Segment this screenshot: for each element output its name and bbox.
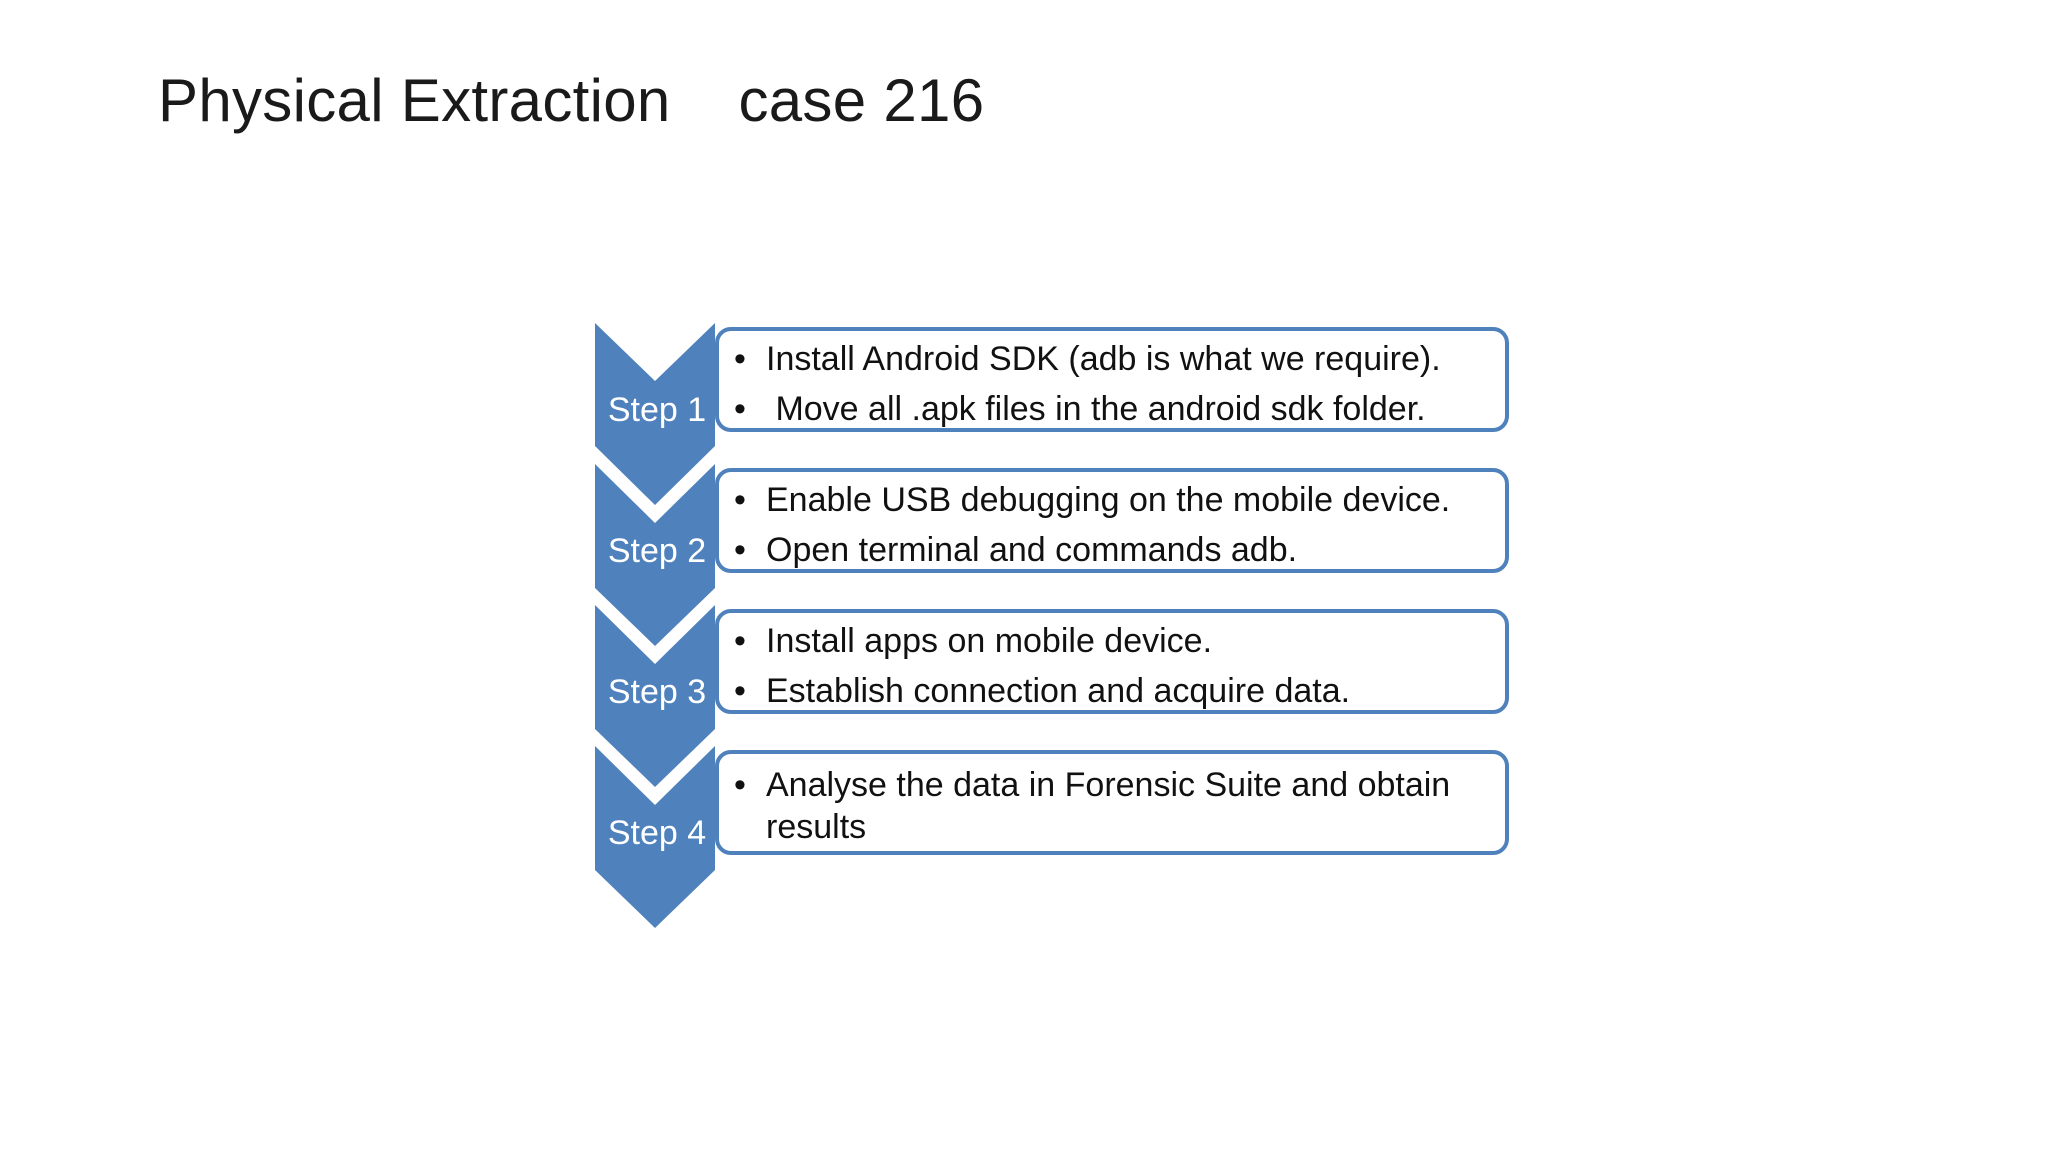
step-1-bullet-1: • Install Android SDK (adb is what we req…: [732, 334, 1502, 384]
step-2-bullet-2: • Open terminal and commands adb.: [732, 525, 1502, 575]
step-2-box: [715, 468, 1509, 573]
step-2-label: Step 2: [607, 532, 707, 570]
step-4-bullets: • Analyse the data in Forensic Suite and …: [732, 764, 1502, 848]
step-1-label: Step 1: [607, 391, 707, 429]
step-3-bullet-1: • Install apps on mobile device.: [732, 616, 1502, 666]
step-3-bullets: • Install apps on mobile device. • Establi…: [732, 616, 1502, 716]
step-4-bullet-1: • Analyse the data in Forensic Suite and …: [732, 764, 1502, 848]
bullet-dot-icon: •: [734, 531, 746, 569]
step-2-chevron: [595, 464, 715, 646]
step-1-box: [715, 327, 1509, 432]
step-4-label: Step 4: [607, 814, 707, 852]
step-3-bullet-2-text: Establish connection and acquire data.: [766, 672, 1351, 710]
bullet-dot-icon: •: [734, 340, 746, 378]
step-1-bullet-2-text: Move all .apk files in the android sdk f…: [766, 390, 1426, 428]
step-1-bullet-1-text: Install Android SDK (adb is what we requ…: [766, 340, 1441, 378]
step-4-box: [715, 750, 1509, 855]
step-2-bullets: • Enable USB debugging on the mobile devi…: [732, 475, 1502, 575]
bullet-dot-icon: •: [734, 766, 746, 804]
step-3-chevron: [595, 605, 715, 787]
bullet-dot-icon: •: [734, 622, 746, 660]
step-1-bullets: • Install Android SDK (adb is what we req…: [732, 334, 1502, 434]
step-4-chevron: [595, 746, 715, 928]
bullet-dot-icon: •: [734, 672, 746, 710]
bullet-dot-icon: •: [734, 390, 746, 428]
step-2-bullet-1-text: Enable USB debugging on the mobile devic…: [766, 481, 1451, 519]
step-4-bullet-1-text: Analyse the data in Forensic Suite and o…: [766, 766, 1451, 846]
step-2-bullet-2-text: Open terminal and commands adb.: [766, 531, 1298, 569]
step-3-box: [715, 609, 1509, 714]
step-3-bullet-2: • Establish connection and acquire data.: [732, 666, 1502, 716]
step-3-bullet-1-text: Install apps on mobile device.: [766, 622, 1213, 660]
step-1-bullet-2: • Move all .apk files in the android sdk…: [732, 384, 1502, 434]
bullet-dot-icon: •: [734, 481, 746, 519]
step-3-label: Step 3: [607, 673, 707, 711]
step-1-chevron: [595, 323, 715, 505]
step-2-bullet-1: • Enable USB debugging on the mobile devi…: [732, 475, 1502, 525]
slide-title: Physical Extraction case 216: [158, 67, 985, 134]
